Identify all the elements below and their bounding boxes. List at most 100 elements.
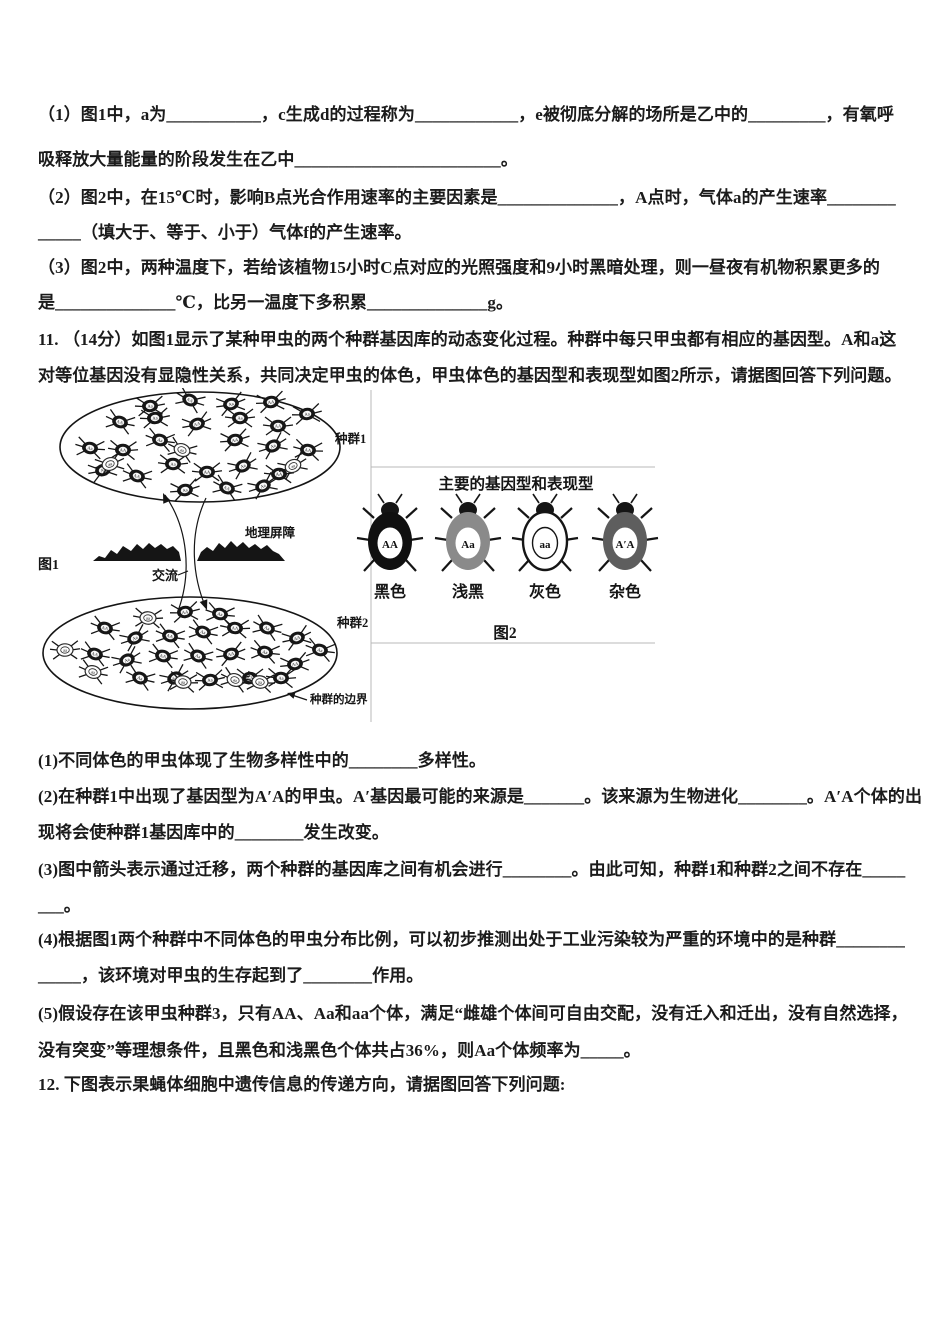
beetle-body — [101, 457, 119, 471]
beetle-leg — [245, 452, 252, 462]
beetle-leg — [213, 481, 221, 487]
q10-line-6: 是______________℃，比另一温度下多积累______________… — [38, 293, 514, 312]
beetle-marking — [315, 646, 325, 654]
population-1-boundary — [59, 391, 341, 503]
beetle-marking — [276, 674, 286, 682]
beetle-leg — [244, 408, 254, 416]
beetle-light: aa — [220, 666, 251, 693]
beetle-leg — [125, 679, 135, 683]
beetle-leg — [161, 415, 170, 419]
beetle-leg — [187, 686, 195, 693]
beetle-leg — [229, 493, 236, 502]
beetle-leg — [140, 480, 147, 489]
beetle-genotype-tiny: Aa — [237, 416, 242, 421]
beetle-leg — [142, 683, 149, 691]
beetle-dark: AA — [90, 615, 121, 641]
beetle-leg — [193, 462, 203, 470]
q11-sub-line-7: _____，该环境对甲虫的生存起到了________作用。 — [38, 966, 424, 985]
beetle-genotype-tiny: Aa — [228, 401, 234, 407]
beetle-leg — [188, 478, 197, 487]
beetle-dark: AA — [181, 411, 212, 437]
beetle-leg — [257, 614, 264, 624]
beetle-leg — [483, 559, 495, 572]
beetle-dark: Aa — [75, 436, 105, 460]
phenotype-label: 杂色 — [609, 582, 641, 601]
beetle-leg — [142, 470, 153, 476]
beetle-light: aa — [132, 607, 164, 629]
figure-2-caption: 图2 — [493, 624, 517, 642]
beetle-leg — [214, 669, 223, 677]
beetle-leg — [517, 507, 530, 519]
beetle-genotype-tiny: Aa — [87, 445, 93, 451]
beetle-leg — [180, 670, 189, 676]
beetle-marking — [155, 436, 165, 444]
beetle-leg — [232, 483, 243, 488]
beetle-leg — [137, 624, 144, 634]
beetle-antenna — [455, 493, 463, 504]
beetle-leg — [93, 474, 100, 483]
beetle-dark: Aa — [227, 452, 258, 480]
beetle-dark: AA — [191, 462, 223, 482]
beetle-leg — [220, 681, 230, 686]
beetle-leg — [78, 673, 88, 678]
beetle-leg — [313, 442, 323, 449]
beetle-leg — [181, 418, 192, 424]
beetle-genotype-tiny: Aa — [100, 467, 106, 473]
beetle-leg — [287, 677, 297, 680]
beetle-leg — [204, 657, 213, 661]
beetle-genotype-tiny: aa — [107, 461, 112, 467]
beetle-light: aa — [277, 452, 308, 480]
beetle-leg — [96, 448, 105, 451]
beetle-leg — [280, 664, 289, 668]
beetle-leg — [236, 655, 246, 661]
beetle-leg — [483, 507, 496, 519]
beetle-leg — [299, 466, 308, 470]
beetle-leg — [268, 478, 277, 484]
beetle-leg — [203, 651, 214, 656]
beetle-leg — [237, 648, 246, 653]
genotype-label: aa — [540, 539, 552, 551]
beetle-leg — [277, 398, 286, 402]
beetle-leg — [198, 684, 206, 691]
beetle-marking — [145, 402, 155, 410]
beetle-leg — [313, 410, 322, 414]
beetle-marking — [165, 632, 175, 640]
beetle-leg — [191, 485, 200, 490]
figure-2-title: 主要的基因型和表现型 — [438, 474, 594, 493]
beetle-marking — [258, 482, 268, 490]
beetle-leg — [253, 621, 261, 627]
beetle-marking — [215, 610, 225, 618]
beetle-leg — [155, 630, 164, 635]
beetle-leg — [98, 658, 105, 667]
beetle-leg — [208, 626, 219, 632]
beetle-leg — [257, 442, 268, 447]
beetle-leg — [275, 432, 282, 442]
beetle-leg — [560, 507, 573, 519]
beetle-leg — [301, 659, 310, 664]
q11-sub-line-1: (1)不同体色的甲虫体现了生物多样性中的________多样性。 — [38, 751, 487, 770]
beetle-leg — [356, 536, 371, 542]
beetle-genotype-tiny: Aa — [182, 487, 188, 493]
beetle-leg — [181, 386, 188, 396]
migration-arrowhead-down — [199, 599, 208, 610]
beetle-leg — [78, 436, 87, 445]
beetle-leg — [167, 451, 177, 455]
beetle-leg — [159, 407, 168, 416]
beetle-leg — [69, 653, 78, 660]
beetle-body — [173, 442, 191, 458]
beetle-antenna — [630, 493, 638, 504]
q11-sub-line-4: (3)图中箭头表示通过迁移，两个种群的基因库之间有机会进行________。由此… — [38, 860, 906, 879]
beetle-marking — [222, 484, 232, 492]
beetle-marking — [226, 650, 236, 658]
exchange-label: 交流 — [152, 568, 178, 583]
beetle-leg — [640, 559, 652, 572]
beetle-leg — [126, 423, 135, 427]
beetle-leg — [130, 664, 137, 674]
beetle-genotype-tiny: Aa — [240, 463, 247, 470]
beetle-leg — [326, 651, 335, 654]
beetle-genotype-tiny: Aa — [260, 483, 267, 490]
beetle-leg — [279, 446, 288, 450]
beetle-marking — [60, 646, 70, 654]
beetle-marking — [274, 470, 284, 478]
